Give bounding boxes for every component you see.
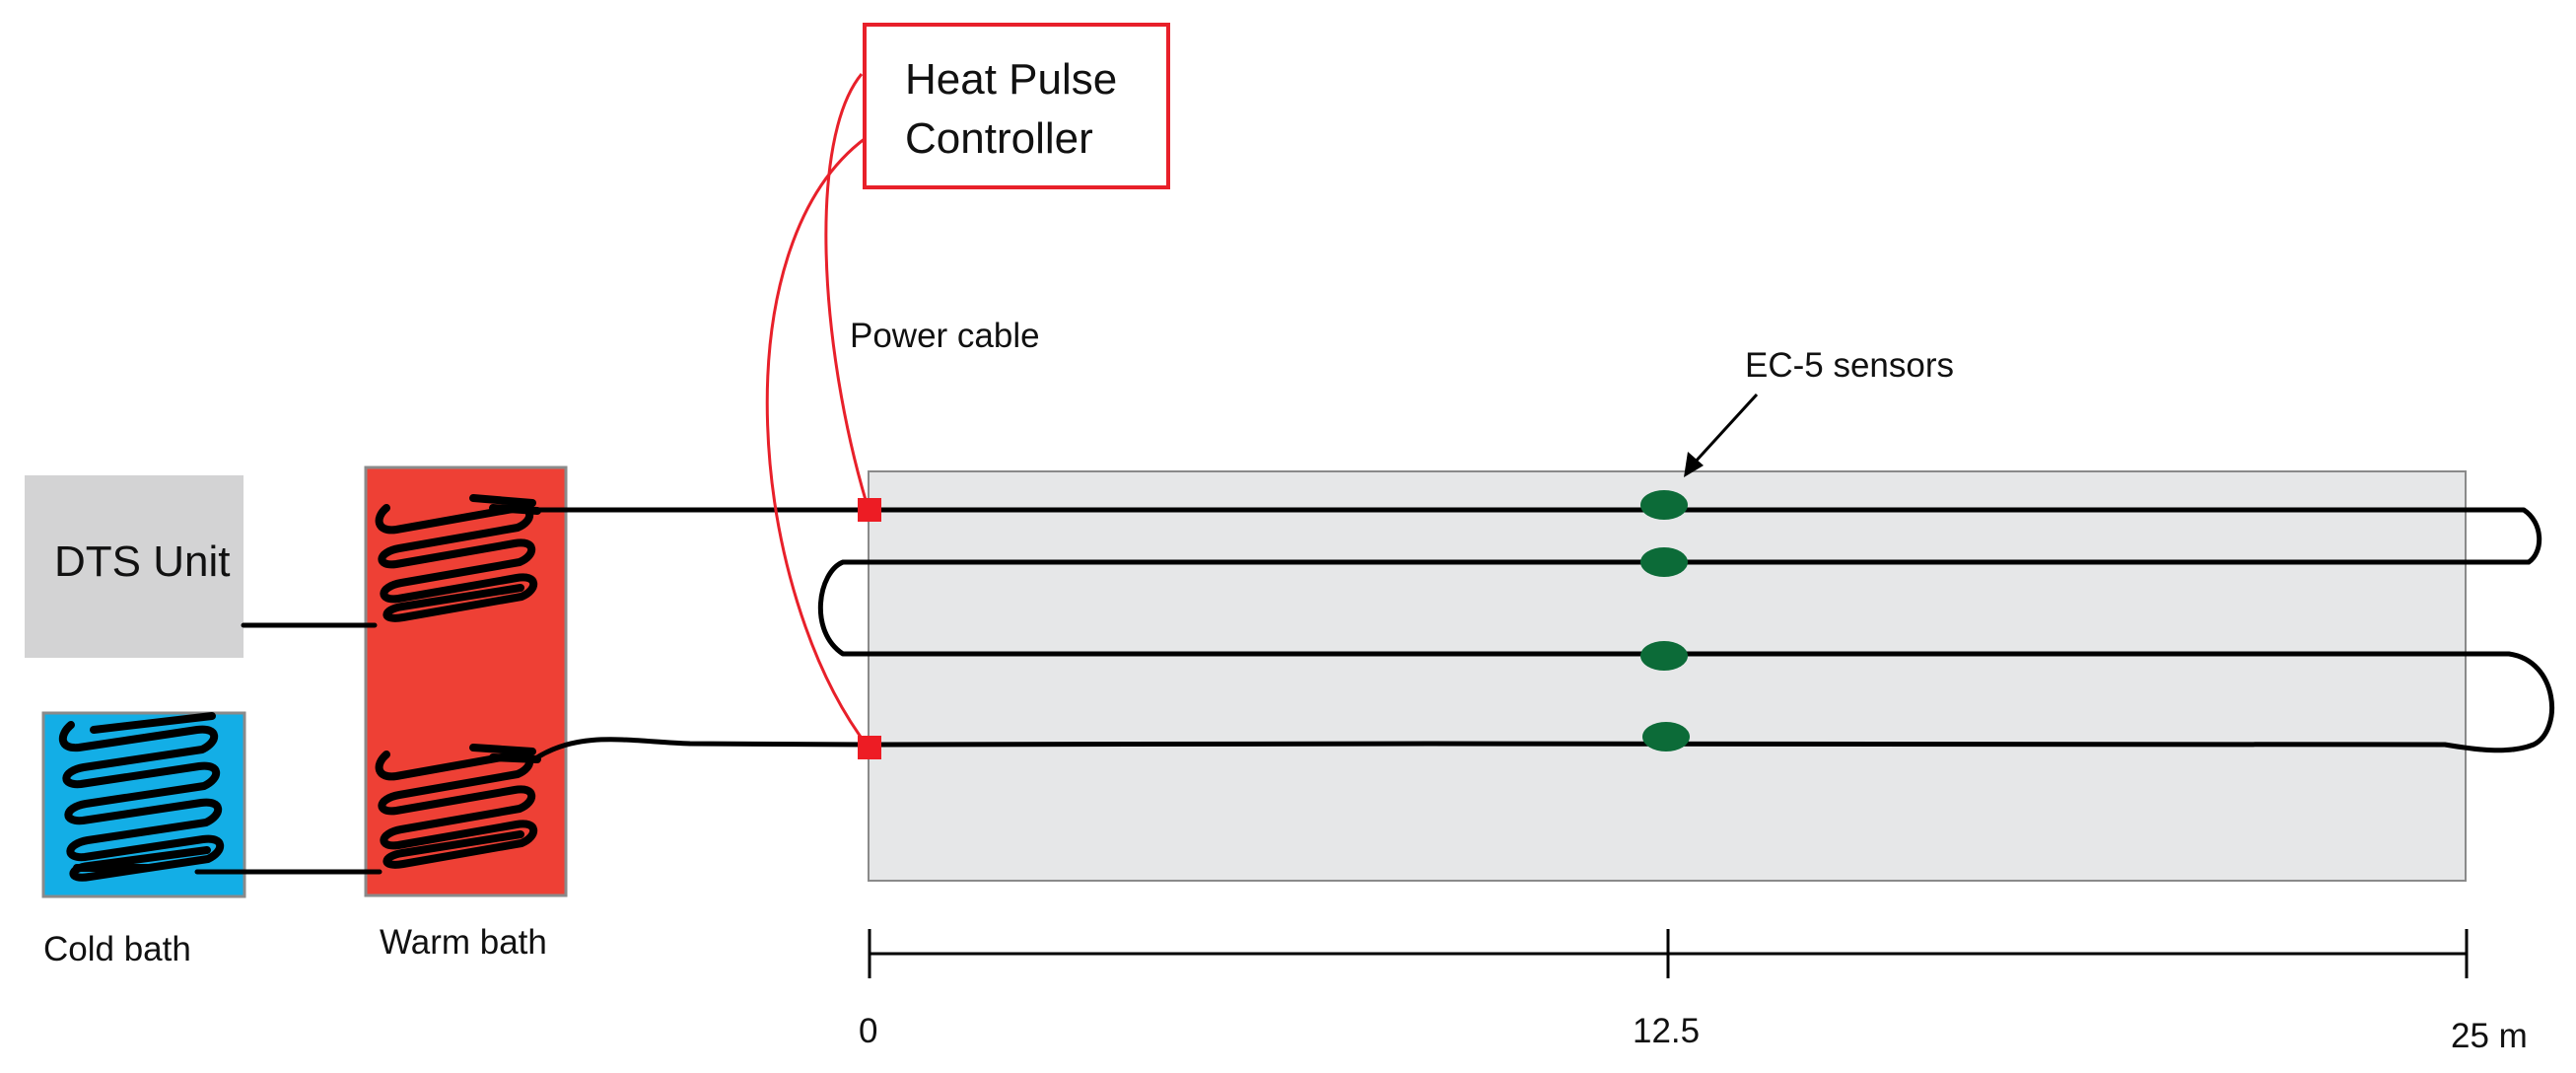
dts-unit-box — [25, 475, 244, 658]
warm-bath-coil-bottom — [375, 744, 541, 869]
heat-pulse-controller-line1: Heat Pulse — [905, 55, 1117, 104]
field-plot — [868, 470, 2467, 882]
ec5-sensor — [1642, 722, 1690, 751]
connector-bottom — [858, 736, 881, 759]
power-cable — [765, 73, 870, 749]
ec5-sensor — [1640, 547, 1688, 577]
ec5-sensor — [1640, 490, 1688, 520]
heat-pulse-controller-line2: Controller — [905, 114, 1093, 163]
scale-tick-label: 25 m — [2451, 1017, 2528, 1055]
scale-tick-label: 12.5 — [1633, 1012, 1700, 1050]
power-cable-label: Power cable — [850, 317, 1040, 355]
heat-pulse-controller-box — [863, 23, 1170, 189]
connector-top — [858, 498, 881, 522]
fiber-optic-cable — [194, 507, 2555, 875]
dts-unit-label: DTS Unit — [54, 537, 230, 586]
sensors-label: EC-5 sensors — [1745, 346, 1954, 385]
warm-bath-label: Warm bath — [380, 923, 547, 962]
scale-bar — [868, 929, 2469, 978]
cold-bath-coil — [58, 712, 225, 882]
ec5-sensor — [1640, 641, 1688, 671]
scale-tick-label: 0 — [859, 1012, 877, 1050]
sensor-pointer-arrow — [1684, 393, 1759, 477]
cold-bath-label: Cold bath — [43, 930, 191, 968]
